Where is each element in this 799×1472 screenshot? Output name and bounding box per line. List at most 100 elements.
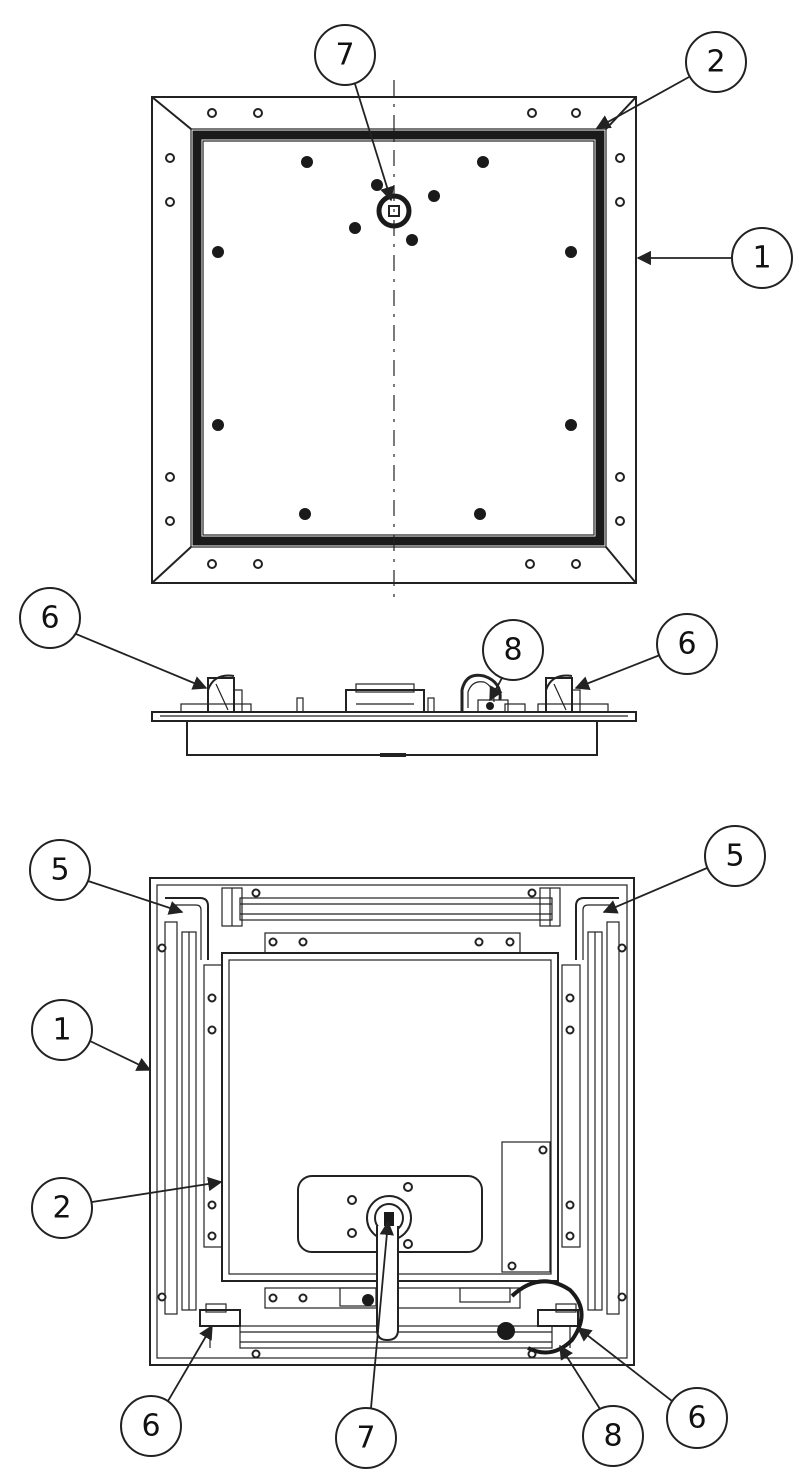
side-bolt <box>427 697 435 713</box>
callout-label: 6 <box>677 627 696 662</box>
callout-label: 6 <box>687 1401 706 1436</box>
top-gasket <box>192 130 605 546</box>
leader-side-6-right <box>574 654 661 690</box>
callout-side-8: 8 <box>482 619 544 681</box>
callout-label: 8 <box>503 633 522 668</box>
rivet <box>299 508 311 520</box>
leader-bottom-6-right <box>576 1327 673 1402</box>
flange-hole <box>615 197 625 207</box>
side-hinge-left <box>180 674 252 713</box>
callout-bottom-5-left: 5 <box>29 839 91 901</box>
rear-latch-rivet <box>362 1294 374 1306</box>
rear-view: 5 5 1 2 6 7 6 <box>29 825 766 1469</box>
rivet <box>349 222 361 234</box>
callout-label: 5 <box>50 853 69 888</box>
rear-right-rails <box>561 921 627 1315</box>
side-body <box>186 720 598 756</box>
flange-hole <box>571 108 581 118</box>
flange-hole <box>527 108 537 118</box>
callout-label: 2 <box>52 1191 71 1226</box>
leader-side-6-left <box>75 633 208 690</box>
rivet <box>301 156 313 168</box>
rivet <box>565 246 577 258</box>
flange-hole <box>165 153 175 163</box>
top-miter-bl <box>151 546 192 584</box>
flange-hole <box>571 559 581 569</box>
callout-bottom-1: 1 <box>31 999 93 1061</box>
callout-bottom-5-right: 5 <box>704 825 766 887</box>
top-miter-tr <box>605 96 637 130</box>
leader-bottom-6-left <box>167 1324 213 1402</box>
rear-corner-bracket-left <box>165 887 243 960</box>
callout-bottom-8: 8 <box>582 1405 644 1467</box>
leader-top-7 <box>354 83 395 202</box>
leader-bottom-5-right <box>602 867 708 914</box>
leader-bottom-5-left <box>87 880 184 915</box>
rear-outer-frame-inner <box>156 884 628 1359</box>
callout-label: 6 <box>141 1409 160 1444</box>
rivet <box>371 179 383 191</box>
rivet <box>212 246 224 258</box>
top-inner-edge-outer <box>190 128 607 548</box>
rear-side-box <box>501 1141 551 1273</box>
leader-bottom-2 <box>91 1176 223 1203</box>
callout-top-7: 7 <box>314 24 376 86</box>
flange-hole <box>615 153 625 163</box>
top-panel-rivets <box>212 156 577 520</box>
callout-label: 6 <box>40 601 59 636</box>
top-view: 7 2 1 <box>151 24 793 600</box>
flange-hole <box>525 559 535 569</box>
flange-hole <box>615 516 625 526</box>
flange-hole <box>207 559 217 569</box>
rivet <box>565 419 577 431</box>
side-hinge-right <box>537 674 609 713</box>
callout-label: 7 <box>335 38 354 73</box>
leader-side-8 <box>489 677 503 702</box>
rear-safety-chain <box>459 1279 584 1355</box>
leader-bottom-7 <box>370 1220 394 1409</box>
callout-label: 2 <box>706 45 725 80</box>
rear-outer-frame <box>149 877 635 1366</box>
callout-bottom-6-left: 6 <box>120 1395 182 1457</box>
flange-hole <box>253 559 263 569</box>
rear-corner-bracket-right <box>539 887 619 960</box>
top-miter-br <box>605 546 637 584</box>
callout-bottom-7: 7 <box>335 1407 397 1469</box>
callout-label: 5 <box>725 839 744 874</box>
flange-hole <box>165 472 175 482</box>
rear-hinge-right <box>537 1303 579 1348</box>
side-view: 6 8 6 <box>19 587 718 757</box>
callout-top-2: 2 <box>685 31 747 93</box>
callout-bottom-2: 2 <box>31 1177 93 1239</box>
flange-hole <box>165 516 175 526</box>
callout-top-1: 1 <box>731 227 793 289</box>
rear-handle <box>366 1195 412 1342</box>
rivet <box>406 234 418 246</box>
callout-label: 1 <box>752 241 771 276</box>
rear-left-rails <box>157 921 223 1315</box>
callout-side-6-right: 6 <box>656 613 718 675</box>
rivet <box>474 508 486 520</box>
top-miter-tl <box>151 96 192 130</box>
flange-hole <box>253 108 263 118</box>
lock-square <box>388 205 400 217</box>
side-latch-housing <box>345 683 425 713</box>
flange-hole <box>615 472 625 482</box>
rear-top-rail-outer <box>239 897 553 921</box>
leader-top-2 <box>595 76 690 129</box>
callout-side-6-left: 6 <box>19 587 81 649</box>
callout-label: 7 <box>356 1421 375 1456</box>
rivet <box>428 190 440 202</box>
top-inner-edge-inner <box>202 140 595 536</box>
leader-bottom-1 <box>89 1040 152 1071</box>
callout-label: 8 <box>603 1419 622 1454</box>
rear-hinge-left <box>199 1303 241 1348</box>
callout-label: 1 <box>52 1013 71 1048</box>
flange-hole <box>165 197 175 207</box>
side-bolt <box>296 697 304 713</box>
callout-bottom-6-right: 6 <box>666 1387 728 1449</box>
top-flange-holes <box>165 108 625 569</box>
flange-hole <box>207 108 217 118</box>
